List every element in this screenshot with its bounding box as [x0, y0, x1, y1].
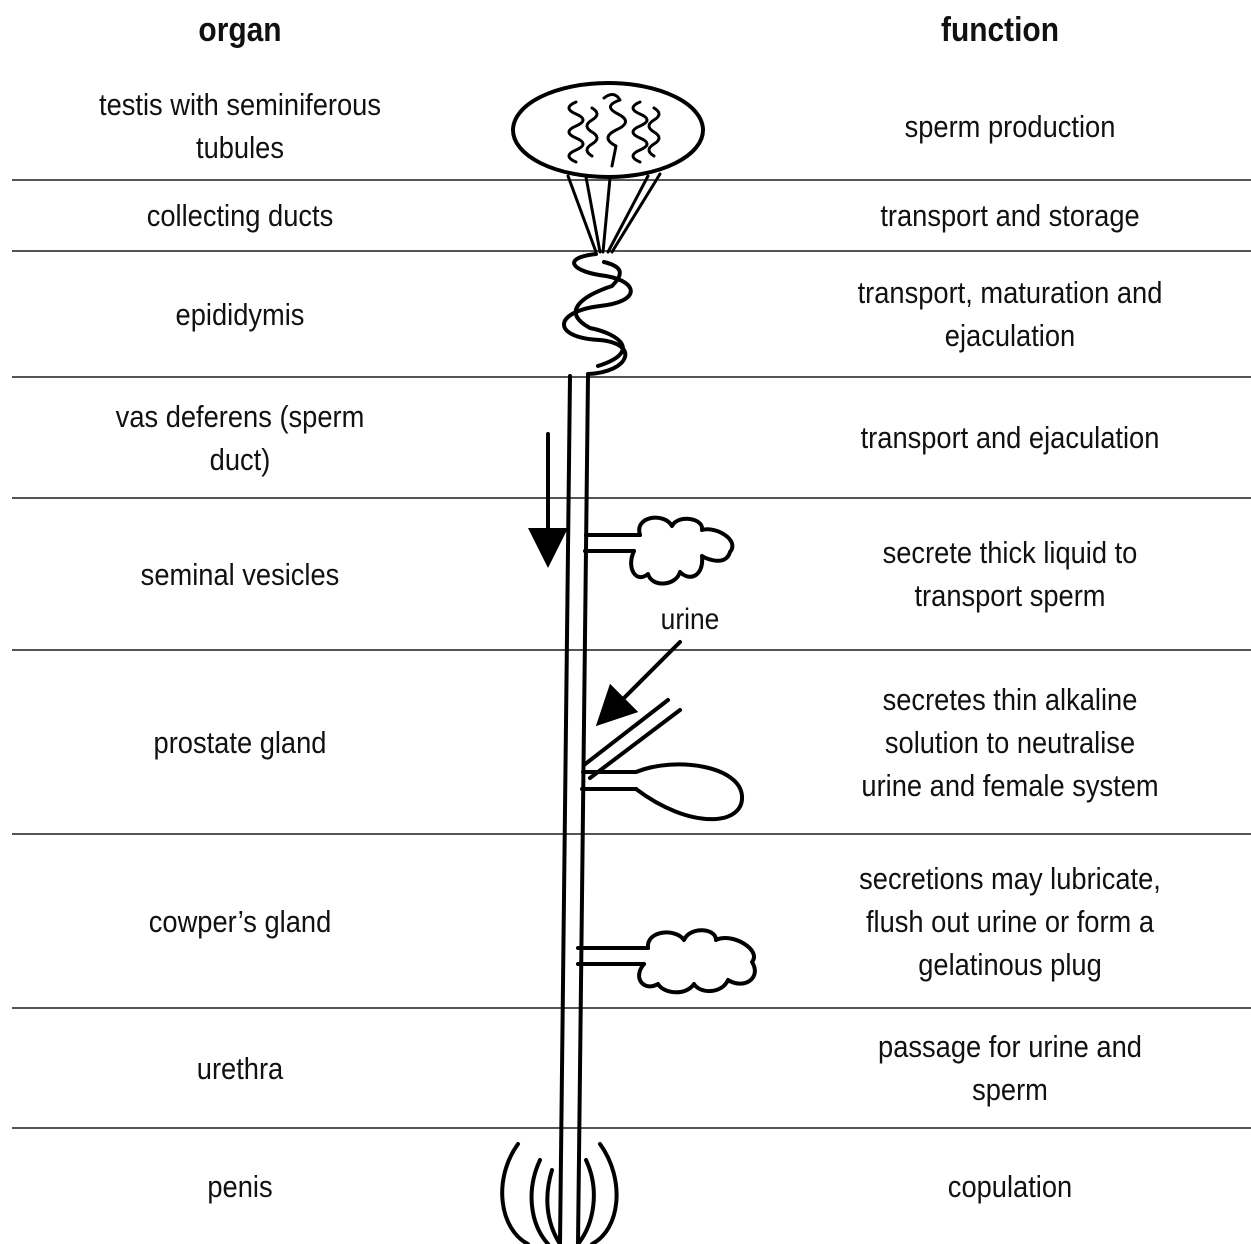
urine-label: urine [646, 600, 734, 640]
urethra-right-wall [578, 376, 588, 1244]
urine-flow-arrow [610, 642, 680, 712]
seminiferous-tubules [569, 94, 659, 166]
seminal-vesicle-shape [585, 518, 732, 584]
prostate-gland-shape [582, 764, 742, 819]
cowpers-gland-shape [578, 930, 755, 992]
epididymis-coil [564, 254, 631, 374]
collecting-ducts-lines [568, 174, 660, 252]
urethra-left-wall [560, 376, 570, 1244]
